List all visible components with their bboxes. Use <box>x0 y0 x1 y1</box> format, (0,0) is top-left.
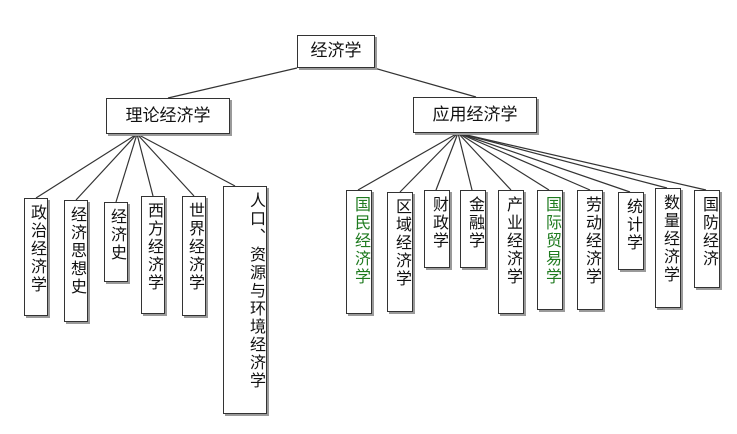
branch-node-theoretical: 理论经济学 <box>106 98 230 134</box>
connector-line <box>457 132 512 191</box>
connector-line <box>357 132 459 191</box>
connector-line <box>435 132 459 191</box>
connector-line <box>35 133 138 199</box>
connector-line <box>373 67 477 98</box>
connector-line <box>136 133 154 197</box>
connector-line <box>457 132 707 191</box>
leaf-node: 区域经济学 <box>387 192 413 312</box>
leaf-node: 世界经济学 <box>182 196 206 316</box>
leaf-node: 政治经济学 <box>24 198 48 316</box>
connector-line <box>457 132 591 191</box>
leaf-node: 劳动经济学 <box>577 190 603 310</box>
leaf-node: 人口、资源与环境经济学 <box>223 186 267 414</box>
leaf-node: 国际贸易学 <box>537 190 563 310</box>
leaf-node: 金融学 <box>460 190 486 268</box>
root-node: 经济学 <box>297 35 375 68</box>
connector-line <box>167 67 298 99</box>
leaf-node: 产业经济学 <box>498 190 524 314</box>
connector-line <box>457 132 550 191</box>
connector-line <box>75 133 138 201</box>
leaf-label: 人口、资源与环境经济学 <box>247 192 266 390</box>
connector-line <box>136 133 236 187</box>
connector-line <box>136 133 195 197</box>
connector-line <box>115 133 138 203</box>
leaf-node: 国民经济学 <box>346 190 372 314</box>
connector-line <box>457 132 473 191</box>
leaf-node: 国防经济 <box>694 190 720 288</box>
connector-line <box>457 132 668 189</box>
leaf-node: 经济思想史 <box>64 200 88 322</box>
leaf-node: 经济史 <box>104 202 128 282</box>
connector-line <box>399 132 459 193</box>
leaf-node: 西方经济学 <box>141 196 165 314</box>
leaf-node: 财政学 <box>424 190 450 268</box>
connector-line <box>457 132 631 193</box>
leaf-node: 数量经济学 <box>655 188 681 308</box>
leaf-node: 统计学 <box>618 192 644 270</box>
branch-node-applied: 应用经济学 <box>413 97 537 133</box>
